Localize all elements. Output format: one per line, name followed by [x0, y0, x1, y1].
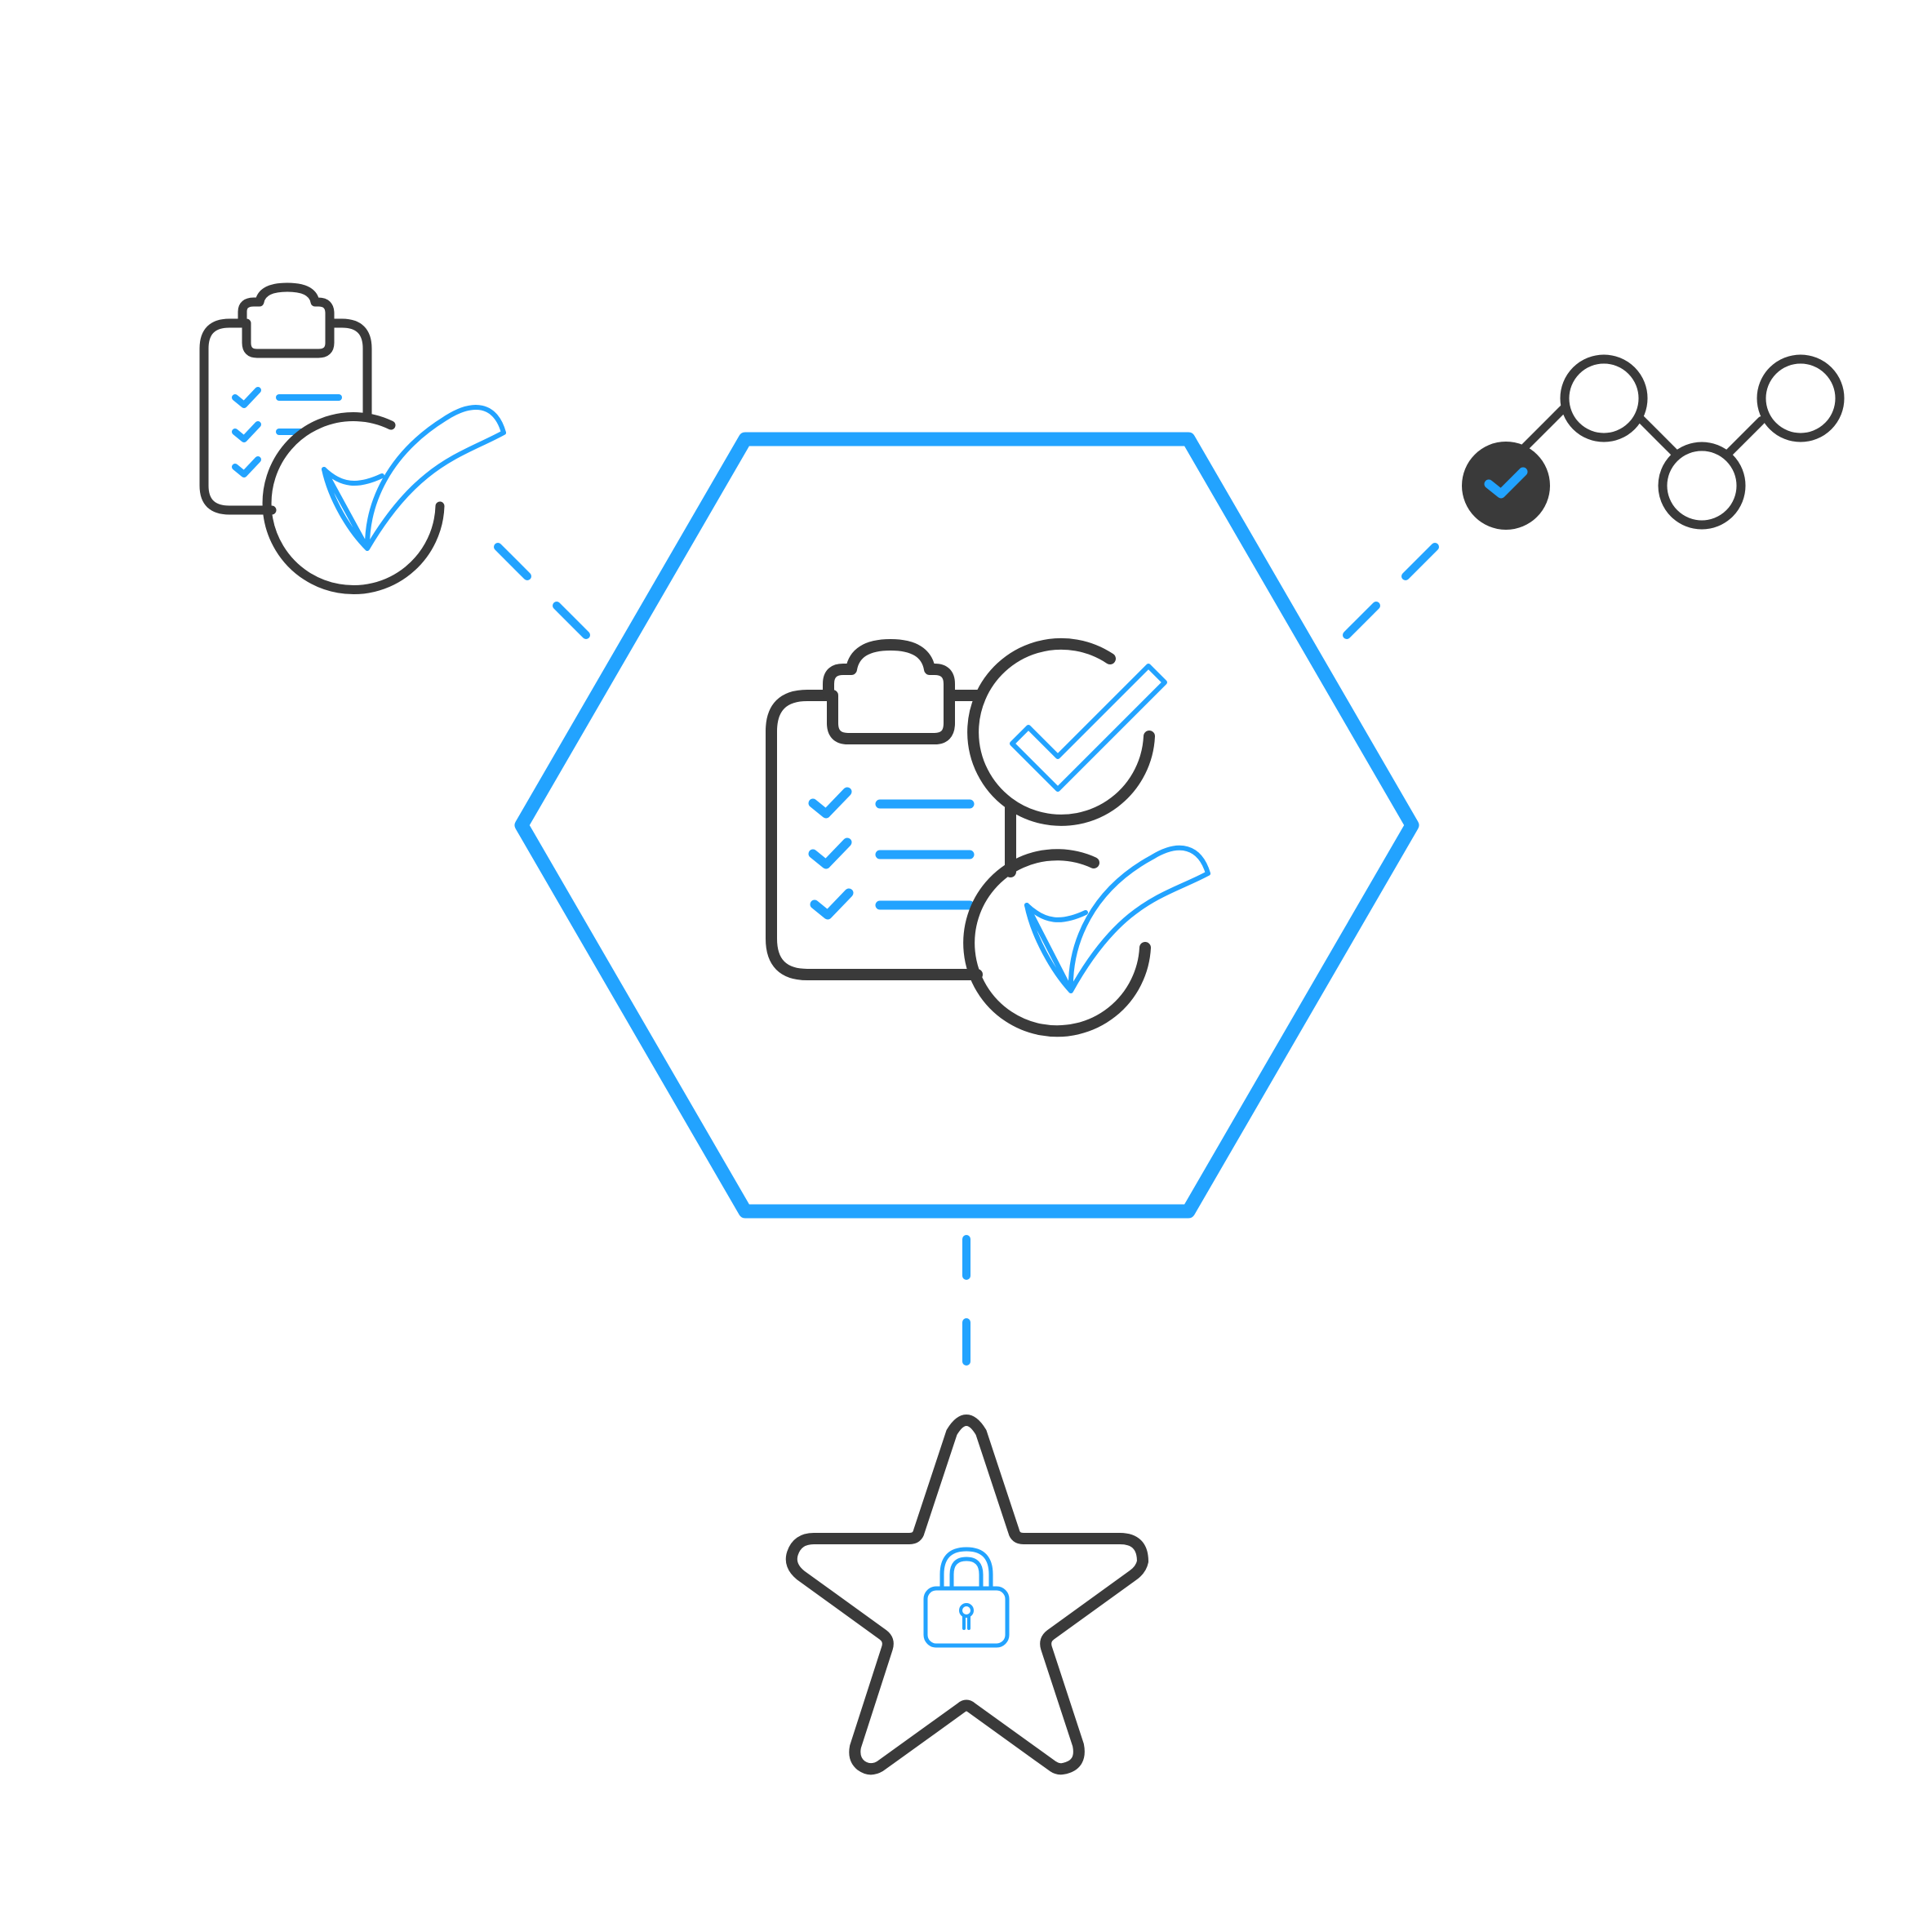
step-circle-icon: [1560, 354, 1648, 442]
swoosh-check-mark: [1024, 845, 1210, 993]
step-circle-icon: [1757, 354, 1845, 442]
clipboard-checklist-check-icon: [199, 282, 506, 595]
connector-top-right: [1343, 543, 1439, 639]
connector-top-left: [494, 543, 590, 639]
lock-icon: [923, 1547, 1010, 1648]
star-lock-icon: [785, 1415, 1148, 1775]
center-hexagon: [514, 432, 1419, 1219]
progress-steps-icon: [1462, 354, 1845, 530]
step-circle-icon: [1658, 442, 1746, 530]
clipboard-checklist-double-check-icon: [766, 637, 1210, 1037]
outlined-check-mark: [1010, 664, 1167, 792]
